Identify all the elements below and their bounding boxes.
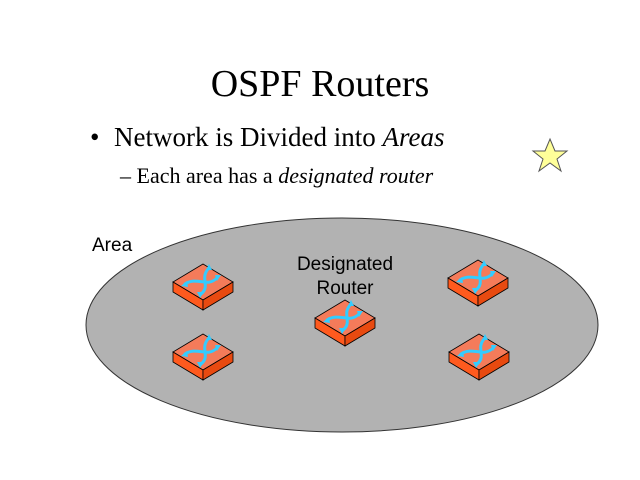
bullet-text: Network is Divided into xyxy=(114,122,383,152)
star-icon xyxy=(531,137,569,173)
bullet-marker: • xyxy=(90,122,100,152)
designated-router-label-line2: Router xyxy=(316,278,374,299)
bullet-point-2: – Each area has a designated router xyxy=(120,163,433,189)
sub-bullet-text: Each area has a xyxy=(136,163,279,188)
area-label: Area xyxy=(92,235,133,256)
designated-router-label-line1: Designated xyxy=(296,254,394,275)
slide-title: OSPF Routers xyxy=(210,63,430,105)
bullet-emphasis: Areas xyxy=(382,122,445,152)
bullet-point-1: • Network is Divided into Areas xyxy=(90,122,444,153)
sub-bullet-marker: – xyxy=(120,163,131,188)
sub-bullet-emphasis: designated router xyxy=(278,163,434,188)
